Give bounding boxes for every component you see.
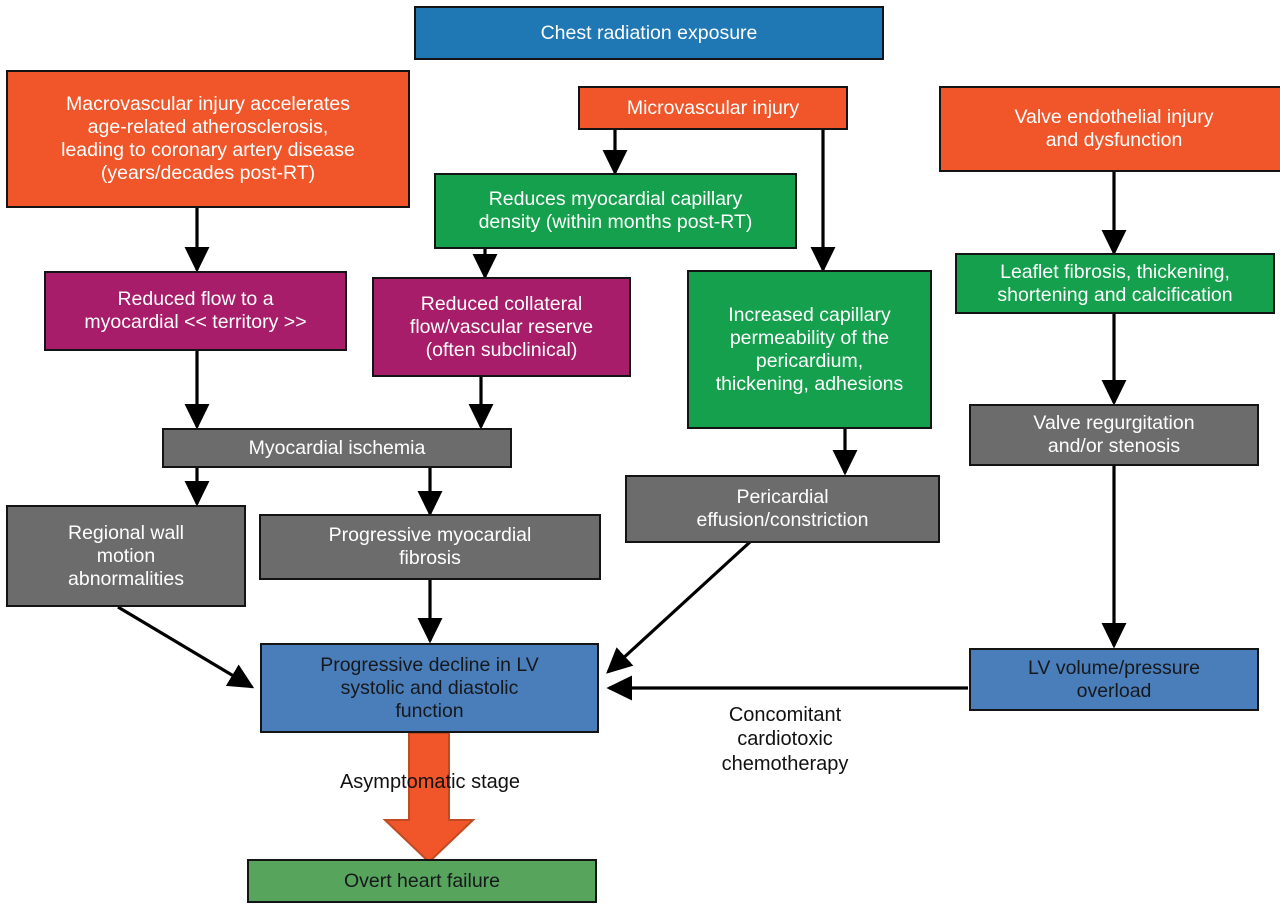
node-progressive-myocardial-fibrosis[interactable]: Progressive myocardial fibrosis [259, 514, 601, 580]
node-lv-volume-pressure-overload[interactable]: LV volume/pressure overload [969, 648, 1259, 711]
node-reduces-capillary-density[interactable]: Reduces myocardial capillary density (wi… [434, 173, 797, 249]
node-valve-endothelial-injury[interactable]: Valve endothelial injury and dysfunction [939, 86, 1280, 172]
node-leaflet-fibrosis[interactable]: Leaflet fibrosis, thickening, shortening… [955, 253, 1275, 314]
node-microvascular-injury[interactable]: Microvascular injury [578, 86, 848, 130]
node-valve-regurgitation-stenosis[interactable]: Valve regurgitation and/or stenosis [969, 404, 1259, 466]
node-pericardial-effusion[interactable]: Pericardial effusion/constriction [625, 475, 940, 543]
annotation-asymptomatic-stage: Asymptomatic stage [339, 771, 521, 793]
node-progressive-lv-decline[interactable]: Progressive decline in LV systolic and d… [260, 643, 599, 733]
node-increased-capillary-permeability[interactable]: Increased capillary permeability of the … [687, 270, 932, 429]
node-chest-radiation-exposure[interactable]: Chest radiation exposure [414, 6, 884, 60]
node-macrovascular-injury[interactable]: Macrovascular injury accelerates age-rel… [6, 70, 410, 208]
node-reduced-collateral-flow[interactable]: Reduced collateral flow/vascular reserve… [372, 277, 631, 377]
annotation-concomitant-chemotherapy: Concomitant cardiotoxic chemotherapy [721, 704, 849, 775]
node-reduced-flow-territory[interactable]: Reduced flow to a myocardial << territor… [44, 271, 347, 351]
node-myocardial-ischemia[interactable]: Myocardial ischemia [162, 428, 512, 468]
node-overt-heart-failure[interactable]: Overt heart failure [247, 859, 597, 903]
node-regional-wall-motion[interactable]: Regional wall motion abnormalities [6, 505, 246, 607]
